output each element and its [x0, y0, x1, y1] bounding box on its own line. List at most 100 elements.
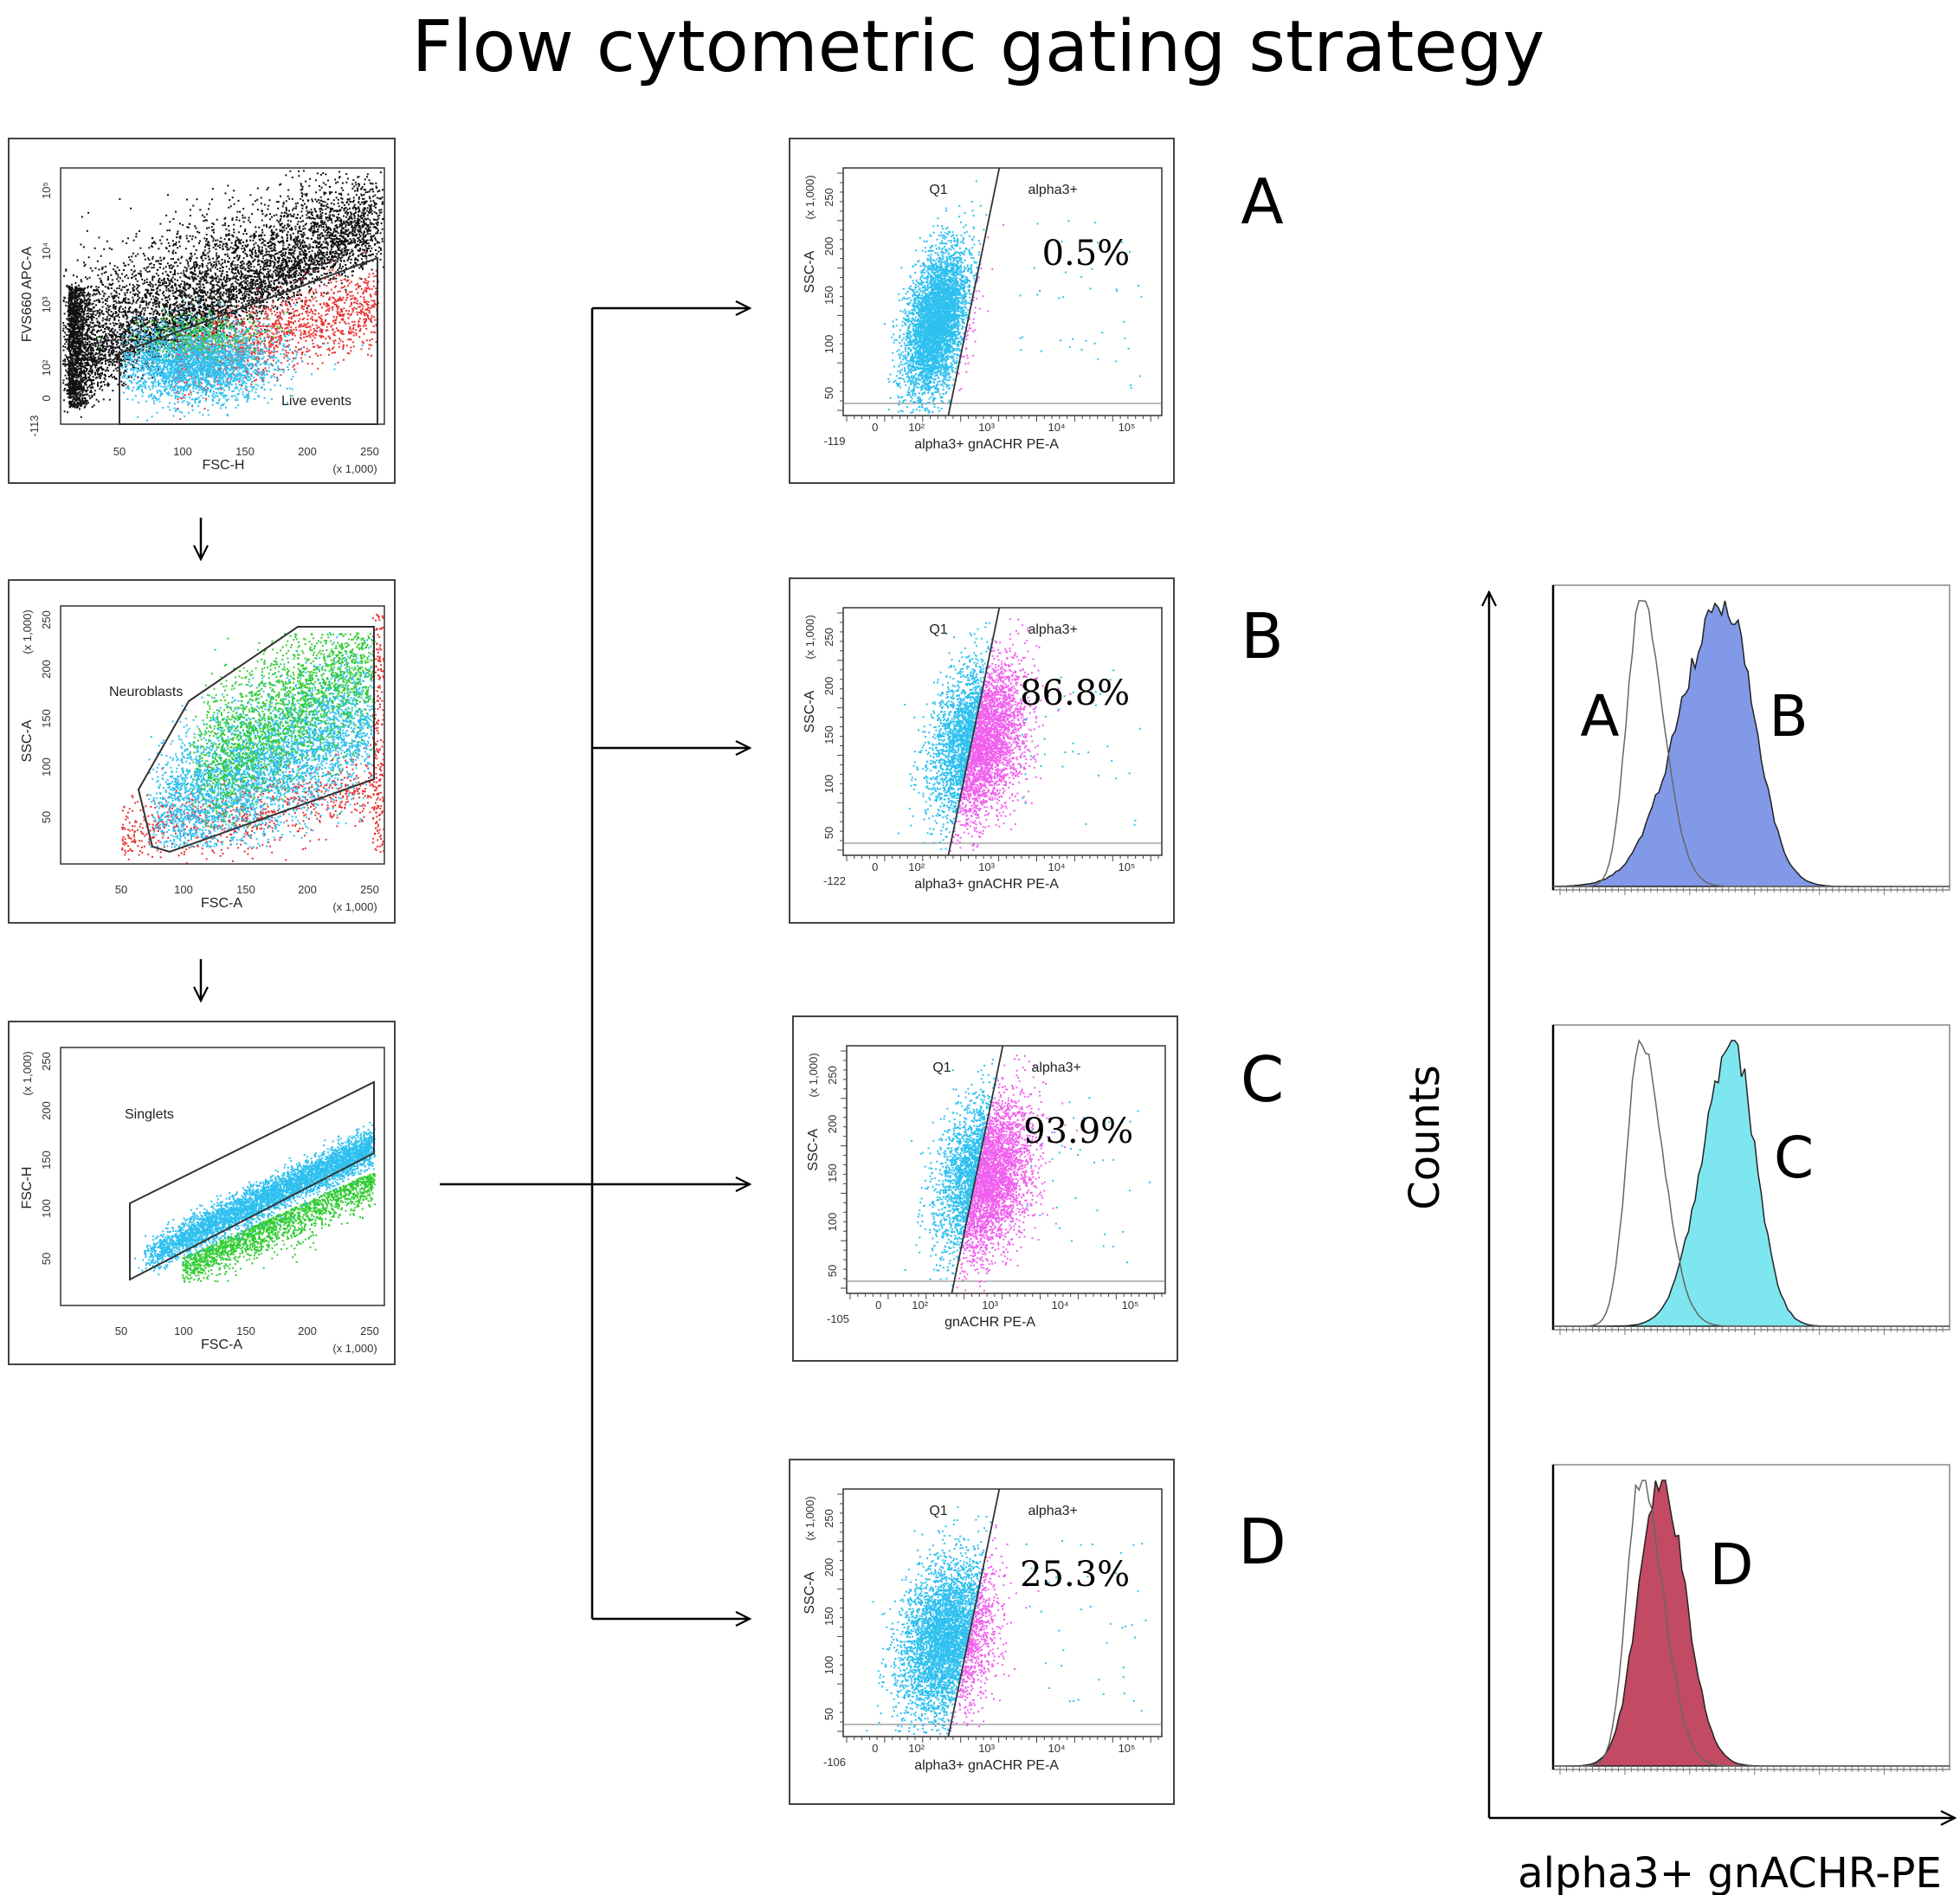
- y-tick-label: 150: [822, 725, 835, 744]
- svg-text:10⁵: 10⁵: [40, 182, 53, 199]
- x-tick-labels: 50 100 150 200 250: [115, 883, 379, 896]
- y-tick-label: 200: [822, 677, 835, 696]
- y-tick-label: 100: [826, 1213, 839, 1232]
- gate-label-live: Live events: [281, 394, 351, 409]
- control-histogram: [1553, 1039, 1950, 1327]
- x-tick-label: 0: [872, 421, 878, 434]
- x-axis-label: alpha3+ gnACHR PE-A: [914, 877, 1059, 892]
- histogram-panel: D: [1551, 1464, 1950, 1775]
- svg-text:50: 50: [115, 1325, 127, 1337]
- y-tick-label: 50: [822, 387, 835, 399]
- live-events-gate: [119, 256, 378, 425]
- x-tick-label: 10⁴: [1052, 1299, 1069, 1312]
- x-tick-label: 10⁵: [1122, 1299, 1139, 1312]
- svg-text:100: 100: [173, 445, 192, 458]
- quadrant-gate-line: [947, 1488, 1001, 1737]
- y-axis-label: FSC-H: [20, 1167, 35, 1209]
- quadrant-gate-line: [947, 167, 1001, 416]
- x-tick-label: 0: [872, 860, 878, 873]
- x-axis-label: gnACHR PE-A: [945, 1315, 1035, 1330]
- x-tick-label: 10⁴: [1048, 860, 1066, 873]
- svg-text:150: 150: [235, 445, 255, 458]
- svg-text:250: 250: [360, 1325, 379, 1337]
- panel-letter-C: C: [1241, 1043, 1284, 1116]
- y-axis-label: FVS660 APC-A: [20, 247, 35, 343]
- gating-plot-singlets: Singlets 50 100 150 200 250 FSC-A (x 1,0…: [8, 1021, 396, 1365]
- x-tick-label: 10³: [982, 1299, 998, 1312]
- branch-connector: [440, 308, 750, 1619]
- q-right-label: alpha3+: [1028, 183, 1077, 197]
- x-tick-label: 10²: [912, 1299, 928, 1312]
- percent-label: 0.5%: [1042, 234, 1131, 274]
- y-tick-label: 50: [822, 827, 835, 839]
- y-tick-label: 200: [822, 1558, 835, 1577]
- y-tick-label: 250: [822, 628, 835, 647]
- panel-letter-B: B: [1241, 600, 1283, 673]
- svg-text:200: 200: [298, 883, 317, 896]
- x-axis-unit: (x 1,000): [332, 900, 377, 913]
- x-tick-labels: 50 100 150 200 250: [113, 445, 379, 458]
- svg-text:200: 200: [40, 660, 53, 679]
- histogram-label: B: [1769, 683, 1808, 750]
- x-min-label: -119: [823, 435, 845, 448]
- negative-events: [904, 1059, 1151, 1286]
- histogram-label: A: [1580, 683, 1619, 750]
- x-min-label: -106: [823, 1756, 846, 1769]
- singlets-gate: [129, 1080, 375, 1281]
- svg-text:250: 250: [40, 1052, 53, 1071]
- gating-plot-live: Live events 50 100 150 200 250 FSC-H (x …: [8, 138, 396, 484]
- x-axis-label: alpha3+ gnACHR PE-A: [914, 1758, 1059, 1773]
- histogram-panel: C: [1551, 1024, 1950, 1335]
- percent-label: 93.9%: [1023, 1112, 1133, 1151]
- y-tick-labels: -113 0 10² 10³ 10⁴ 10⁵: [28, 182, 53, 436]
- panel-letter-A: A: [1241, 165, 1283, 238]
- svg-text:200: 200: [40, 1101, 53, 1120]
- x-tick-label: 10³: [978, 421, 995, 434]
- positive-events: [956, 1054, 1078, 1292]
- histogram-axes: Counts alpha3+ gnACHR-PE: [1401, 592, 1955, 1895]
- q-right-label: alpha3+: [1028, 1504, 1077, 1518]
- svg-text:100: 100: [40, 757, 53, 777]
- x-tick-label: 10²: [908, 1742, 925, 1755]
- x-tick-label: 10⁵: [1119, 860, 1136, 873]
- y-axis-unit: (x 1,000): [21, 1051, 34, 1095]
- neuroblasts-gate: [137, 626, 375, 854]
- negative-events: [883, 180, 1143, 414]
- x-tick-label: 10³: [978, 860, 995, 873]
- svg-text:50: 50: [113, 445, 126, 458]
- svg-text:0: 0: [40, 395, 53, 401]
- svg-text:150: 150: [40, 709, 53, 728]
- quadrant-gate-line: [951, 1045, 1004, 1294]
- histogram-y-axis-label: Counts: [1401, 1065, 1449, 1210]
- x-min-label: -122: [823, 874, 846, 887]
- svg-text:250: 250: [360, 883, 379, 896]
- x-tick-label: 0: [872, 1742, 878, 1755]
- svg-text:50: 50: [40, 1253, 53, 1265]
- histogram-label: D: [1710, 1531, 1754, 1598]
- y-tick-label: 200: [822, 237, 835, 256]
- x-axis-label: FSC-A: [201, 896, 242, 911]
- svg-text:50: 50: [115, 883, 127, 896]
- x-axis-unit: (x 1,000): [332, 462, 377, 475]
- svg-text:200: 200: [298, 1325, 317, 1337]
- singlet-plot-events: [134, 1121, 376, 1283]
- y-axis-label: SSC-A: [803, 250, 817, 293]
- q-right-label: alpha3+: [1031, 1060, 1080, 1075]
- x-axis-label: FSC-A: [201, 1337, 242, 1352]
- q-left-label: Q1: [929, 622, 947, 637]
- y-tick-labels: 50 100 150 200 250: [40, 1052, 53, 1265]
- histogram-x-axis-label: alpha3+ gnACHR-PE: [1518, 1849, 1942, 1895]
- x-min-label: -105: [827, 1312, 849, 1325]
- quadrant-plots: Q1 alpha3+ 0.5% 0 10² 10³ 10⁴ 10⁵ -119 alpha3+ gn…: [789, 138, 1178, 1805]
- histogram-label: C: [1774, 1125, 1814, 1191]
- y-tick-labels: 50 100 150 200 250: [40, 610, 53, 823]
- svg-text:100: 100: [40, 1199, 53, 1218]
- svg-text:200: 200: [298, 445, 317, 458]
- gate-label-singlets: Singlets: [125, 1107, 174, 1122]
- svg-text:150: 150: [236, 1325, 255, 1337]
- y-tick-label: 250: [826, 1066, 839, 1085]
